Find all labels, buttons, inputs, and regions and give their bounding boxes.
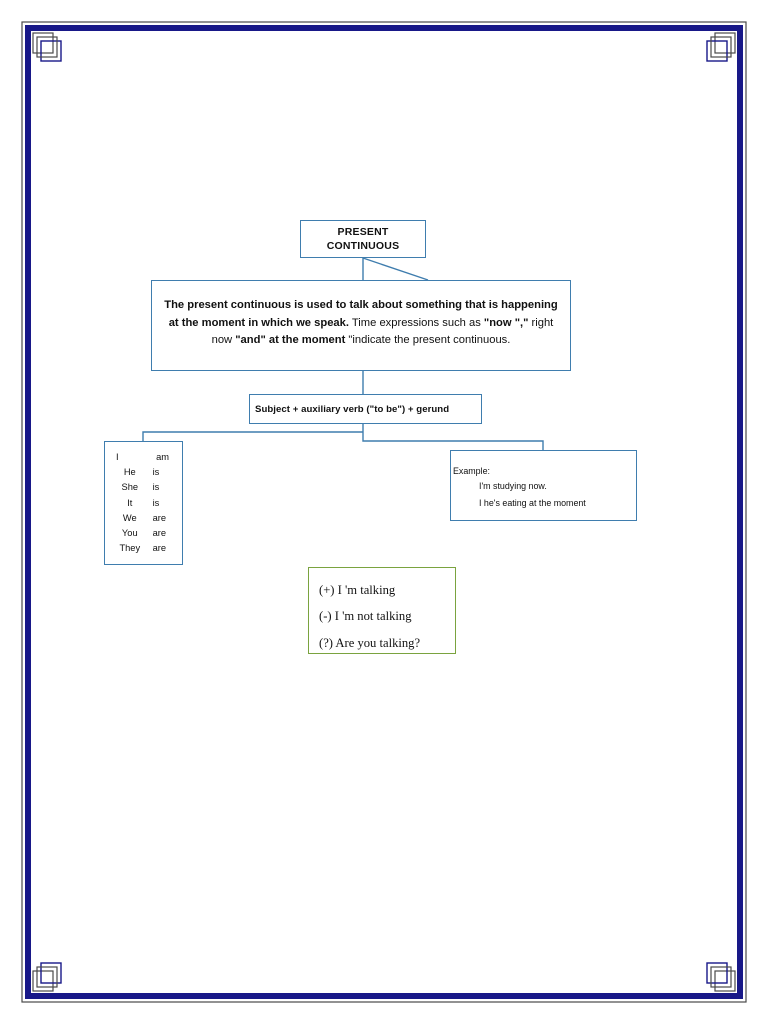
conjugation-row: We are: [105, 511, 182, 526]
conjugation-subject: I: [116, 451, 119, 462]
formula-text: Subject + auxiliary verb ("to be") + ger…: [255, 403, 450, 415]
formula-box: Subject + auxiliary verb ("to be") + ger…: [249, 394, 482, 424]
conjugation-verb: is: [152, 497, 160, 508]
definition-run: "indicate the present continuous.: [345, 334, 511, 347]
definition-run: at the moment: [268, 334, 346, 347]
title-line-1: PRESENT: [337, 225, 389, 238]
conjugation-row: She is: [105, 480, 182, 495]
conjugation-subject: She: [121, 482, 139, 493]
conjugation-subject: They: [119, 543, 141, 554]
conjugation-verb: are: [152, 543, 166, 554]
form-line: (?) Are you talking?: [319, 635, 421, 650]
definition-run: right now: [211, 316, 554, 347]
definition-box: The present continuous is used to talk a…: [151, 280, 571, 371]
title-box: PRESENT CONTINUOUS: [300, 220, 426, 258]
example-line: I he's eating at the moment: [479, 497, 586, 508]
example-line: I'm studying now.: [479, 481, 547, 492]
forms-lines: (+) I 'm talking (-) I 'm not talking (?) …: [309, 577, 455, 656]
example-box: Example: I'm studying now. I he's eating …: [450, 450, 637, 521]
conjugation-subject: We: [122, 512, 137, 523]
connector-branch-conjugation: [142, 431, 363, 441]
definition-run: Time expressions such as: [348, 316, 484, 329]
definition-run: The present continuous is used to talk a…: [164, 299, 558, 329]
conjugation-verb: is: [152, 482, 160, 493]
conjugation-subject: It: [127, 497, 133, 508]
conjugation-verb: is: [152, 467, 160, 478]
example-label: Example:: [453, 466, 490, 476]
conjugation-row: You are: [105, 526, 182, 541]
conjugation-subject: You: [121, 527, 138, 538]
connector-title-diagonal: [362, 257, 429, 281]
definition-run: "and": [235, 334, 266, 347]
conjugation-subject: He: [123, 467, 136, 478]
example-lines: I'm studying now. I he's eating at the mo…: [451, 478, 636, 511]
forms-box: (+) I 'm talking (-) I 'm not talking (?) …: [308, 567, 456, 654]
definition-text: The present continuous is used to talk a…: [162, 297, 560, 349]
conjugation-row: It is: [105, 496, 182, 511]
conjugation-verb: are: [152, 527, 166, 538]
form-line: (-) I 'm not talking: [319, 609, 412, 624]
conjugation-verb: are: [152, 512, 166, 523]
title-box-text: PRESENT CONTINUOUS: [327, 225, 400, 253]
connector-branch-example: [362, 432, 544, 450]
definition-run: "now ",": [483, 316, 529, 329]
form-line: (+) I 'm talking: [319, 583, 396, 597]
conjugation-verb: am: [156, 451, 170, 462]
title-line-2: CONTINUOUS: [326, 240, 400, 252]
conjugation-row: He is: [105, 465, 182, 480]
